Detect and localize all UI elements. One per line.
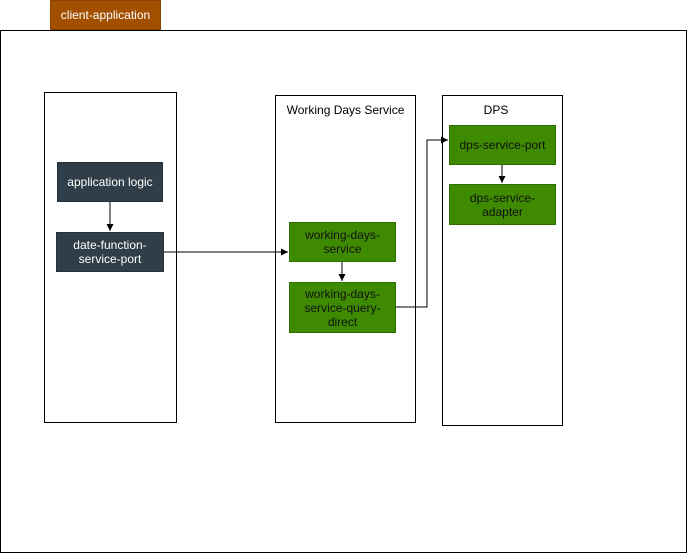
working-days-service-query-direct-node[interactable]: working-days-service-query-direct <box>289 282 396 333</box>
date-function-service-port-node[interactable]: date-function-service-port <box>56 232 164 272</box>
working-days-service-title: Working Days Service <box>286 103 405 117</box>
working-days-service-node[interactable]: working-days-service <box>289 222 396 262</box>
dps-service-adapter-node[interactable]: dps-service-adapter <box>449 184 556 225</box>
client-application-tag: client-application <box>50 0 161 30</box>
application-logic-node[interactable]: application logic <box>57 162 163 202</box>
dps-service-port-node[interactable]: dps-service-port <box>449 125 556 165</box>
dps-title: DPS <box>483 103 509 117</box>
